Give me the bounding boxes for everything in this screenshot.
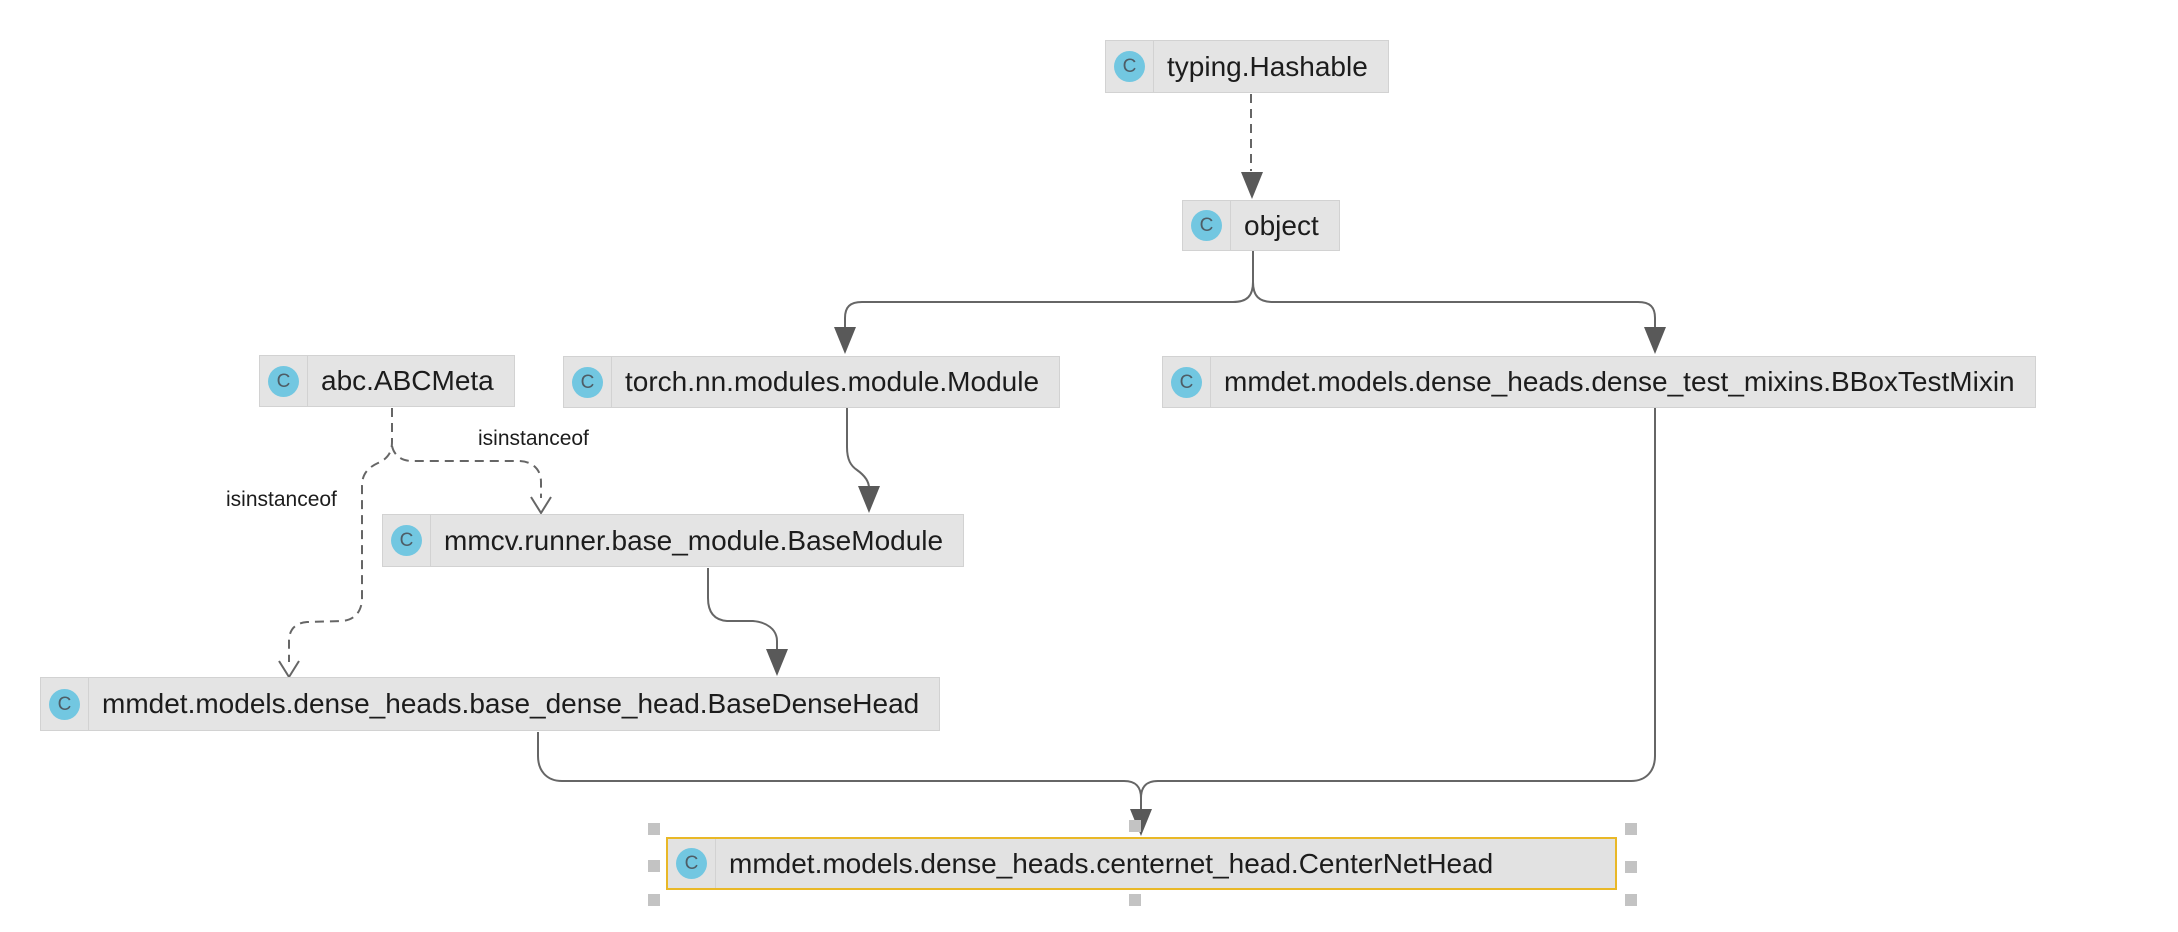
node-abc-abcmeta[interactable]: C abc.ABCMeta [259,355,515,407]
class-icon: C [564,357,612,407]
edge-hashable-object-arrowhead [1241,172,1263,199]
node-label: object [1244,209,1319,241]
class-icon-glyph: C [676,848,707,879]
node-bbox-test-mixin[interactable]: C mmdet.models.dense_heads.dense_test_mi… [1162,356,2036,408]
class-icon: C [668,839,716,888]
selection-handle-nw[interactable] [648,823,660,835]
class-icon: C [260,356,308,406]
node-label: mmdet.models.dense_heads.centernet_head.… [729,847,1494,879]
class-icon-glyph: C [268,365,299,397]
node-label: mmdet.models.dense_heads.base_dense_head… [102,688,920,719]
selection-handle-se[interactable] [1625,894,1637,906]
selection-handle-e[interactable] [1625,861,1637,873]
selection-handle-ne[interactable] [1625,823,1637,835]
edge-abcmeta-basemodule [391,445,542,498]
node-base-dense-head[interactable]: C mmdet.models.dense_heads.base_dense_he… [40,677,941,731]
class-icon-glyph: C [49,688,80,720]
node-object[interactable]: C object [1182,200,1340,251]
selection-handle-s[interactable] [1129,894,1141,906]
node-torch-module[interactable]: C torch.nn.modules.module.Module [563,356,1061,408]
edge-torch-basemodule [846,408,870,489]
class-icon: C [1163,357,1211,407]
edge-abcmeta-basemodule-arrowhead [530,496,552,515]
edge-label-isinstanceof-left: isinstanceof [226,488,337,511]
class-icon: C [41,678,89,730]
edge-centernet-arrowhead [1130,809,1152,836]
class-icon: C [1106,41,1154,92]
class-icon-glyph: C [1114,51,1145,82]
edge-bboxmixin-centernet [1140,408,1656,799]
node-typing-hashable[interactable]: C typing.Hashable [1105,40,1389,93]
edge-object-bboxmixin-arrowhead [1644,327,1666,354]
edge-object-torch-arrowhead [834,327,856,354]
node-label: mmcv.runner.base_module.BaseModule [444,524,944,556]
node-centernet-head[interactable]: C mmdet.models.dense_heads.centernet_hea… [666,837,1617,890]
class-icon-glyph: C [1191,210,1222,241]
edge-basedensehead-centernet [537,732,1142,810]
edge-basemodule-basedensehead-arrowhead [766,649,788,676]
edge-object-bboxmixin [1252,250,1656,328]
node-label: mmdet.models.dense_heads.dense_test_mixi… [1224,366,2015,397]
selection-handle-sw[interactable] [648,894,660,906]
class-icon: C [1183,201,1231,250]
edge-label-isinstanceof-right: isinstanceof [478,427,589,450]
class-icon: C [383,515,431,566]
selection-handle-w[interactable] [648,860,660,872]
edge-abcmeta-basedensehead [288,408,393,662]
class-icon-glyph: C [391,525,422,556]
edge-abcmeta-basedensehead-arrowhead [278,660,300,679]
class-icon-glyph: C [572,366,603,398]
node-label: typing.Hashable [1167,50,1368,82]
node-label: abc.ABCMeta [321,365,494,396]
edge-object-torch [844,250,1254,328]
edge-basemodule-basedensehead [707,568,778,650]
selection-handle-n[interactable] [1129,820,1141,832]
class-icon-glyph: C [1171,366,1202,398]
edge-torch-basemodule-arrowhead [858,486,880,513]
node-label: torch.nn.modules.module.Module [625,366,1040,397]
node-base-module[interactable]: C mmcv.runner.base_module.BaseModule [382,514,965,567]
